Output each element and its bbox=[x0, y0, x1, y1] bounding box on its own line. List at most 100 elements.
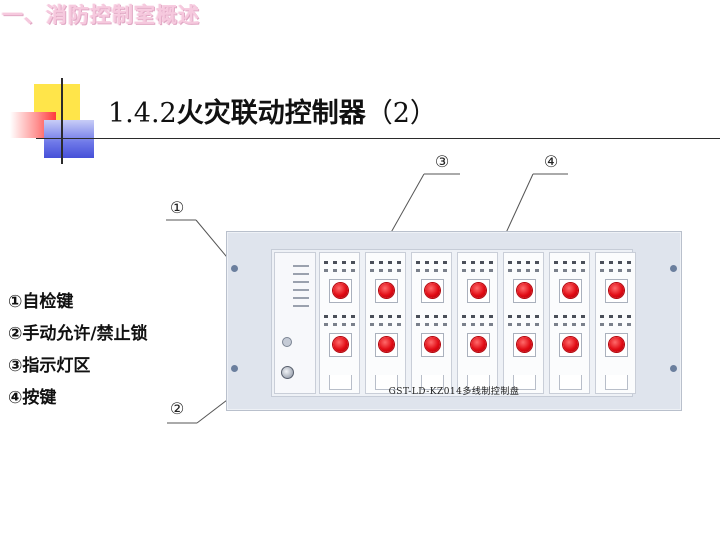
indicator-led-row bbox=[324, 323, 355, 327]
indicator-led bbox=[627, 323, 631, 326]
indicator-led bbox=[581, 269, 585, 272]
control-button[interactable] bbox=[329, 333, 352, 357]
module-bay bbox=[271, 249, 636, 397]
indicator-label bbox=[416, 315, 420, 318]
indicator-label-row bbox=[554, 313, 585, 323]
indicator-led-row bbox=[554, 269, 585, 273]
indicator-led bbox=[324, 323, 328, 326]
indicator-led bbox=[379, 269, 383, 272]
indicator-led bbox=[324, 269, 328, 272]
button-unit bbox=[365, 252, 406, 394]
indicator-led-row bbox=[554, 323, 585, 327]
indicator-led bbox=[443, 269, 447, 272]
indicator-led bbox=[333, 269, 337, 272]
indicator-label-row bbox=[554, 259, 585, 269]
red-button-icon bbox=[471, 337, 486, 352]
indicator-led bbox=[379, 323, 383, 326]
red-button-icon bbox=[379, 283, 394, 298]
indicator-led bbox=[627, 269, 631, 272]
indicator-label bbox=[388, 315, 392, 318]
indicator-led bbox=[416, 269, 420, 272]
indicator-led-row bbox=[416, 269, 447, 273]
control-button[interactable] bbox=[559, 279, 582, 303]
panel-model-label: GST-LD-KZ014多线制控制盘 bbox=[388, 387, 520, 397]
indicator-led bbox=[351, 323, 355, 326]
control-button[interactable] bbox=[375, 279, 398, 303]
indicator-label bbox=[535, 315, 539, 318]
indicator-led bbox=[609, 323, 613, 326]
control-button[interactable] bbox=[513, 333, 536, 357]
indicator-label bbox=[627, 315, 631, 318]
red-button-icon bbox=[563, 283, 578, 298]
indicator-label bbox=[535, 261, 539, 264]
indicator-led bbox=[388, 323, 392, 326]
indicator-label bbox=[425, 261, 429, 264]
indicator-led bbox=[526, 269, 530, 272]
indicator-led bbox=[397, 269, 401, 272]
indicator-label bbox=[489, 315, 493, 318]
control-button[interactable] bbox=[513, 279, 536, 303]
control-button[interactable] bbox=[467, 279, 490, 303]
indicator-led bbox=[425, 269, 429, 272]
indicator-label bbox=[351, 315, 355, 318]
indicator-label-row bbox=[508, 259, 539, 269]
red-button-icon bbox=[379, 337, 394, 352]
indicator-label bbox=[618, 261, 622, 264]
indicator-label bbox=[600, 261, 604, 264]
indicator-led-row bbox=[600, 269, 631, 273]
indicator-led bbox=[489, 269, 493, 272]
legend-text: 自检键 bbox=[22, 292, 74, 312]
indicator-led bbox=[370, 269, 374, 272]
mount-hole-icon bbox=[670, 265, 677, 272]
button-unit bbox=[549, 252, 590, 394]
control-button[interactable] bbox=[605, 333, 628, 357]
indicator-label bbox=[351, 261, 355, 264]
indicator-label-row bbox=[600, 313, 631, 323]
legend-mark: ① bbox=[8, 292, 23, 312]
manual-lock-key[interactable] bbox=[281, 366, 294, 379]
vent-slot bbox=[293, 297, 309, 299]
indicator-led bbox=[425, 323, 429, 326]
red-button-icon bbox=[425, 283, 440, 298]
indicator-led bbox=[618, 323, 622, 326]
indicator-label bbox=[379, 261, 383, 264]
self-check-key[interactable] bbox=[282, 337, 292, 347]
control-button[interactable] bbox=[329, 279, 352, 303]
slide-title: 1.4.2火灾联动控制器（2） bbox=[108, 94, 437, 134]
indicator-label bbox=[517, 315, 521, 318]
vent-slot bbox=[293, 265, 309, 267]
indicator-led bbox=[600, 269, 604, 272]
control-button[interactable] bbox=[559, 333, 582, 357]
unit-tab bbox=[559, 375, 582, 390]
indicator-led-row bbox=[600, 323, 631, 327]
indicator-label bbox=[471, 261, 475, 264]
indicator-label bbox=[324, 315, 328, 318]
indicator-label bbox=[480, 315, 484, 318]
control-button[interactable] bbox=[467, 333, 490, 357]
indicator-led bbox=[480, 269, 484, 272]
legend-mark: ② bbox=[8, 324, 23, 344]
callout-4: ④ bbox=[543, 152, 559, 171]
indicator-label bbox=[554, 261, 558, 264]
indicator-label bbox=[581, 315, 585, 318]
indicator-label bbox=[443, 261, 447, 264]
button-unit bbox=[457, 252, 498, 394]
indicator-led bbox=[480, 323, 484, 326]
vent-slot bbox=[293, 305, 309, 307]
control-button[interactable] bbox=[421, 279, 444, 303]
control-button[interactable] bbox=[605, 279, 628, 303]
indicator-led bbox=[489, 323, 493, 326]
legend-item: ④按键 bbox=[8, 382, 148, 414]
indicator-label bbox=[416, 261, 420, 264]
indicator-label bbox=[572, 261, 576, 264]
indicator-label bbox=[627, 261, 631, 264]
legend-text: 指示灯区 bbox=[22, 356, 91, 376]
indicator-led bbox=[443, 323, 447, 326]
indicator-led bbox=[370, 323, 374, 326]
unit-tab bbox=[513, 375, 536, 390]
mount-hole-icon bbox=[231, 265, 238, 272]
control-button[interactable] bbox=[421, 333, 444, 357]
indicator-label bbox=[434, 261, 438, 264]
control-button[interactable] bbox=[375, 333, 398, 357]
legend-mark: ③ bbox=[8, 356, 23, 376]
